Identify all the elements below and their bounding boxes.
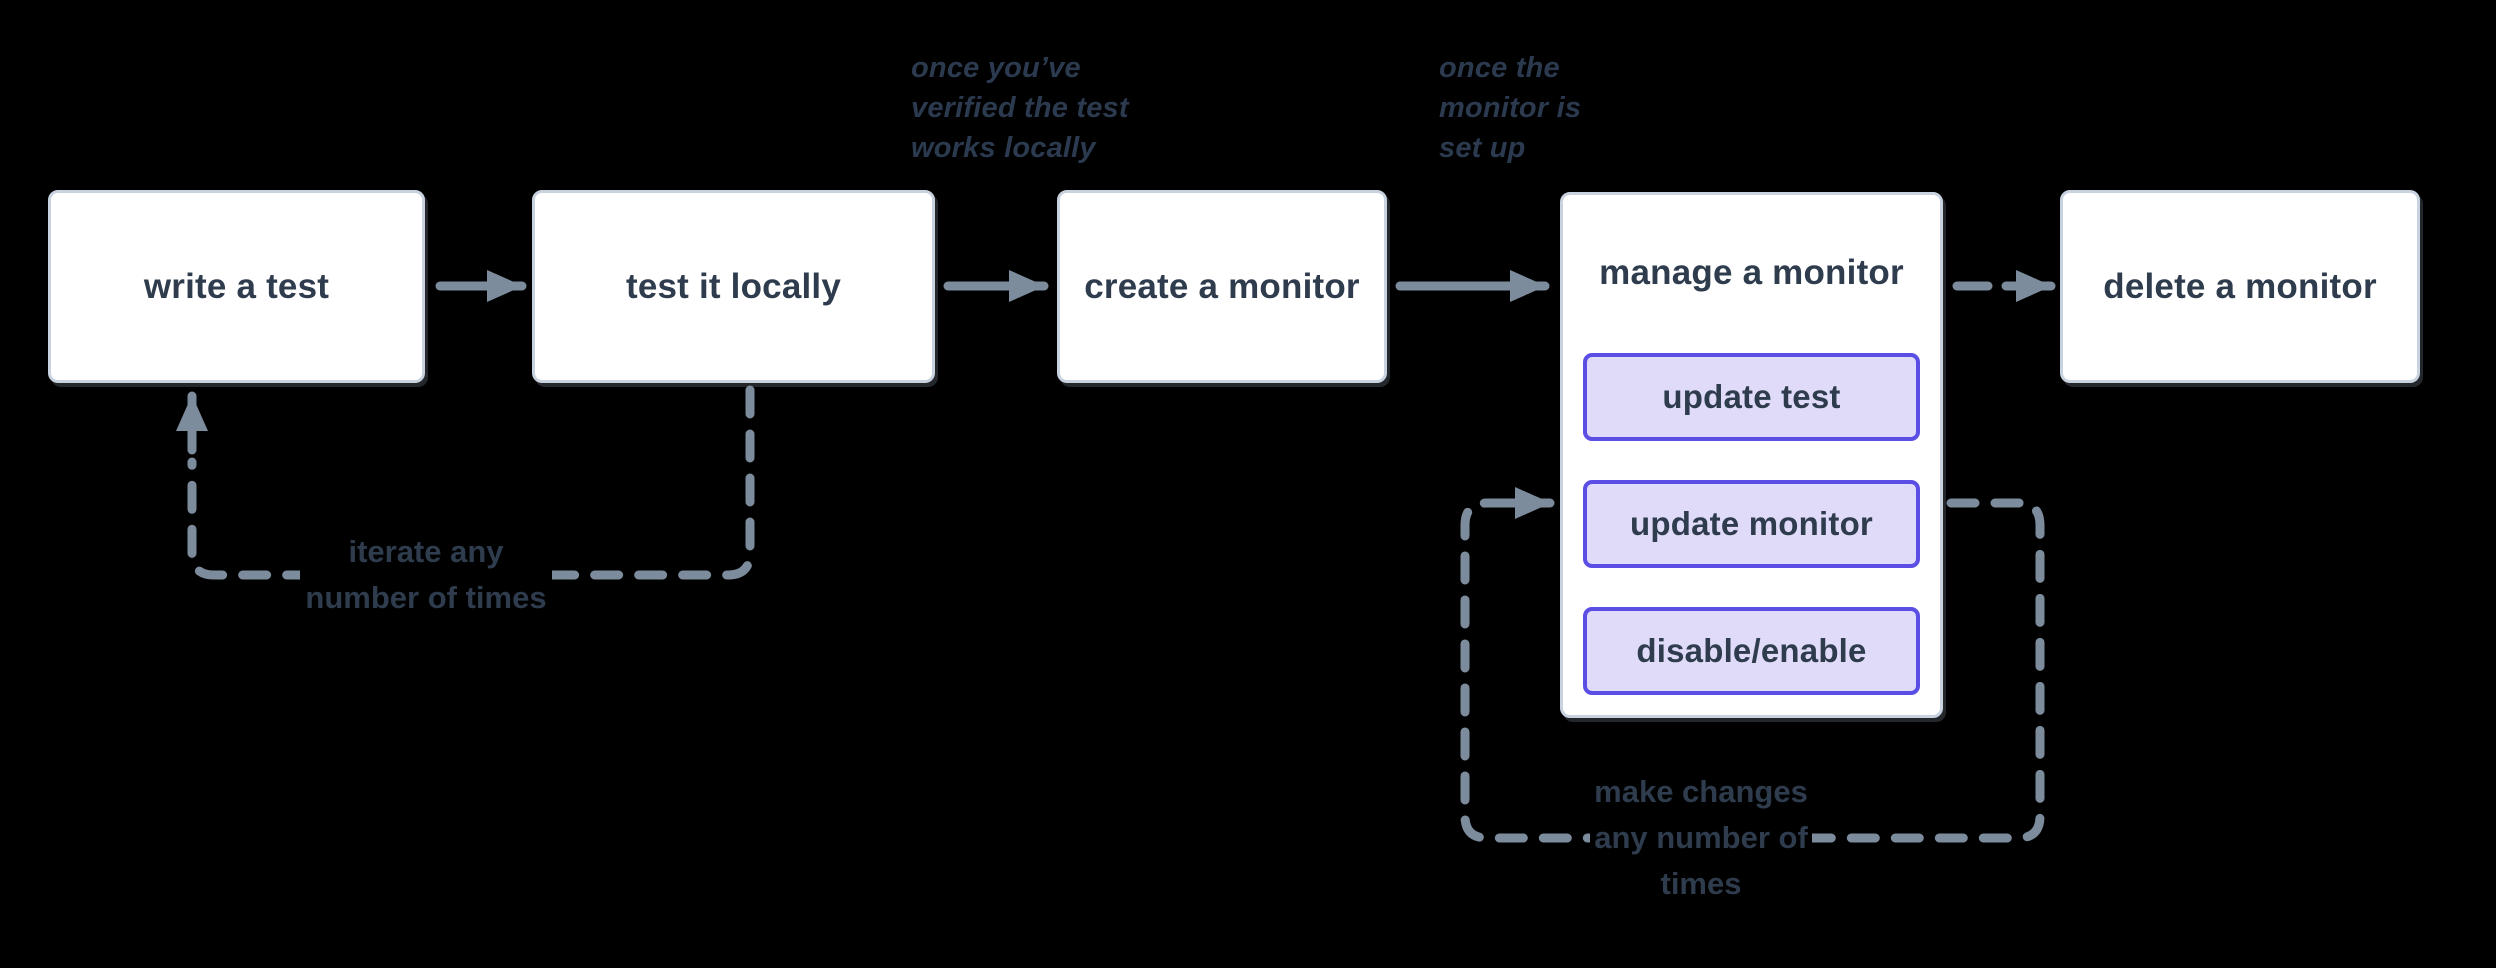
loop-label-line: iterate any [348, 534, 504, 569]
loop-label-line: times [1660, 866, 1742, 901]
node-label: create a monitor [1084, 266, 1360, 306]
loop-label-line: number of times [305, 580, 547, 615]
update-monitor-button: update monitor [1583, 480, 1920, 568]
loop-label-line: make changes [1594, 774, 1808, 809]
node-test-locally: test it locally [532, 190, 935, 383]
sub-button-label: update test [1662, 378, 1841, 415]
node-label: delete a monitor [2103, 266, 2377, 306]
annotation-line: monitor is [1439, 92, 1582, 124]
annotation-line: once the [1439, 52, 1560, 84]
node-create-monitor: create a monitor [1057, 190, 1387, 383]
node-label: test it locally [625, 266, 842, 306]
node-delete-monitor: delete a monitor [2060, 190, 2420, 383]
iterate-loop-label: iterate any number of times [300, 529, 552, 621]
changes-loop-path [1460, 498, 2045, 843]
disable-enable-button: disable/enable [1583, 607, 1920, 695]
annotation-verified: once you’ve verified the test works loca… [911, 48, 1129, 168]
node-label: write a test [143, 266, 330, 306]
annotation-line: verified the test [911, 92, 1129, 124]
sub-button-label: update monitor [1630, 505, 1873, 542]
node-write-test: write a test [48, 190, 425, 383]
update-test-button: update test [1583, 353, 1920, 441]
annotation-line: once you’ve [911, 52, 1081, 84]
loop-label-line: any number of [1594, 820, 1808, 855]
node-manage-monitor: manage a monitor update test update moni… [1560, 192, 1943, 718]
sub-button-label: disable/enable [1636, 632, 1867, 669]
node-label: manage a monitor [1599, 253, 1904, 292]
annotation-setup: once the monitor is set up [1439, 48, 1581, 168]
annotation-line: set up [1439, 132, 1526, 164]
changes-loop-label: make changes any number of times [1590, 769, 1812, 907]
annotation-line: works locally [911, 132, 1096, 164]
